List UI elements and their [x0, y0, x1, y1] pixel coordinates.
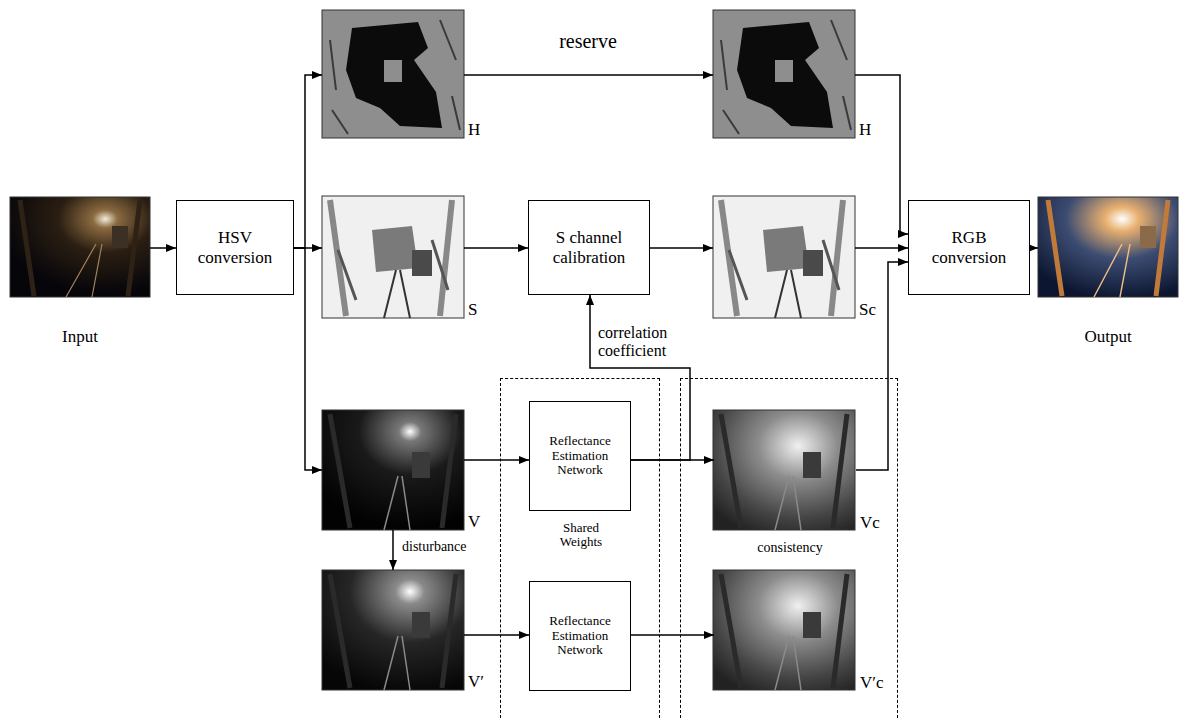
channel-image: H: [322, 10, 464, 138]
connector-arrow: [294, 248, 322, 470]
channel-label: V′c: [860, 674, 884, 693]
channel-label: S: [468, 301, 477, 320]
connector-arrow: [631, 634, 714, 636]
channel-image: V′c: [714, 571, 856, 691]
channel-label: V: [468, 513, 480, 532]
connector-arrow: [392, 530, 394, 570]
input-image: Input: [10, 197, 150, 297]
connector-arrow: [1030, 247, 1038, 249]
channel-image: V′: [322, 570, 464, 690]
connector-arrow: [855, 75, 908, 234]
channel-label: H: [859, 121, 871, 140]
channel-label: V′: [468, 673, 484, 692]
box-label: Reflectance Estimation Network: [534, 614, 626, 659]
channel-image: S: [322, 196, 464, 318]
connector-arrow: [855, 247, 908, 249]
process-box: HSV conversion: [176, 200, 294, 295]
edge-label: reserve: [540, 30, 636, 53]
connector-arrow: [856, 262, 908, 470]
process-box: RGB conversion: [908, 200, 1030, 295]
box-label: S channel calibration: [533, 228, 645, 267]
connector-arrow: [464, 247, 528, 249]
connector-arrow: [150, 247, 176, 249]
connector-arrow: [650, 247, 713, 249]
channel-label: Vc: [860, 514, 880, 533]
connector-arrow: [294, 75, 322, 248]
channel-label: Sc: [859, 301, 876, 320]
connector-arrow: [464, 459, 529, 461]
image-caption: Output: [1038, 328, 1178, 347]
connector-arrow: [464, 634, 529, 636]
box-label: RGB conversion: [913, 228, 1025, 267]
channel-image: Sc: [713, 196, 855, 318]
image-caption: Input: [10, 328, 150, 347]
connector-arrow: [464, 74, 713, 76]
box-label: HSV conversion: [181, 228, 289, 267]
channel-image: Vc: [714, 411, 856, 531]
process-box: S channel calibration: [528, 200, 650, 295]
channel-image: V: [322, 410, 464, 530]
edge-label: correlation coefficient: [598, 324, 690, 361]
network-box: Reflectance Estimation Network: [529, 401, 631, 511]
group-label: Shared Weights: [546, 521, 616, 550]
edge-label: disturbance: [402, 539, 492, 555]
channel-image: H: [713, 10, 855, 138]
network-box: Reflectance Estimation Network: [529, 581, 631, 691]
output-image: Output: [1038, 197, 1178, 297]
channel-label: H: [468, 121, 480, 140]
dashed-group: Shared WeightsReflectance Estimation Net…: [500, 378, 660, 720]
dashed-group: consistency VcV′c: [680, 378, 898, 720]
group-label: consistency: [730, 540, 850, 555]
box-label: Reflectance Estimation Network: [534, 434, 626, 479]
